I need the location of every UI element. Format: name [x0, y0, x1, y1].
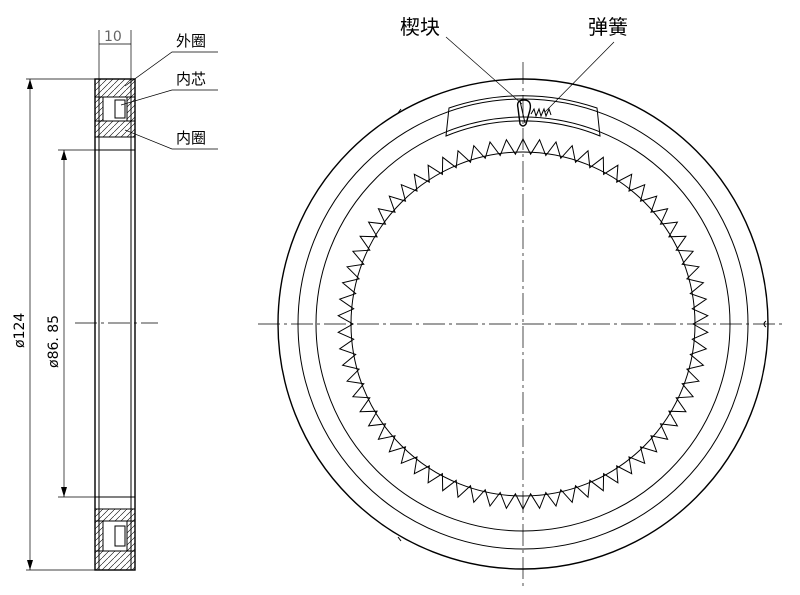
- inner-ring-outer-circle: [315, 116, 731, 532]
- spring-coil: [530, 107, 552, 118]
- width-dimension-label: 10: [104, 29, 122, 45]
- outer-ring-outer-circle: [277, 78, 769, 570]
- side-section-view: 10 ø124 ø86. 85 外圈 内芯 内圈: [12, 29, 218, 571]
- outer-ring-inner-circle: [297, 98, 749, 550]
- label-spring: 弹簧: [588, 15, 628, 39]
- inner-ring-bore-circle: [350, 151, 696, 497]
- label-outer-ring: 外圈: [176, 32, 206, 50]
- inner-diameter-dimension: ø86. 85: [46, 149, 95, 498]
- outer-diameter-label: ø124: [12, 313, 28, 348]
- front-labels: 楔块 弹簧: [400, 15, 628, 113]
- wedge-piece: [516, 99, 532, 127]
- label-inner-core: 内芯: [176, 70, 206, 88]
- top-section: [95, 79, 135, 151]
- ring-side-outline: [94, 78, 136, 571]
- label-inner-ring: 内圈: [176, 129, 206, 147]
- bottom-section: [95, 496, 135, 570]
- front-view: 楔块 弹簧: [258, 15, 785, 590]
- wedge-region: [445, 95, 601, 137]
- gear-teeth: [337, 137, 709, 511]
- side-labels: 外圈 内芯 内圈: [120, 32, 218, 150]
- outer-diameter-dimension: ø124: [12, 78, 95, 571]
- label-wedge: 楔块: [400, 15, 440, 39]
- inner-diameter-label: ø86. 85: [46, 315, 62, 368]
- width-dimension: 10: [98, 29, 132, 79]
